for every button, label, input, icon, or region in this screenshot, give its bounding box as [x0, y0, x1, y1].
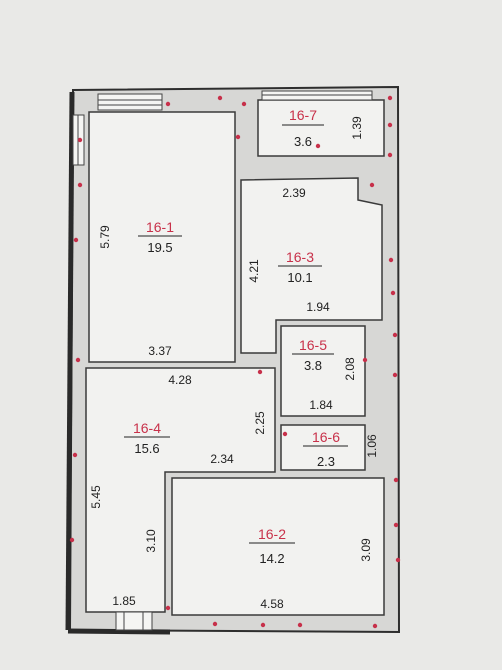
room-16-6-area: 2.3	[317, 454, 335, 469]
dimension-1-85: 1.85	[112, 594, 136, 608]
exterior-wall-left	[65, 91, 75, 631]
room-16-4-area: 15.6	[134, 441, 159, 456]
dimension-2-34: 2.34	[210, 452, 234, 466]
dimension-1-06: 1.06	[365, 434, 379, 458]
window-top-left	[97, 93, 163, 111]
room-16-2-area: 14.2	[259, 551, 284, 566]
room-16-3-area: 10.1	[287, 270, 312, 285]
dimension-3-10: 3.10	[144, 529, 158, 553]
dimension-2-25: 2.25	[253, 411, 267, 435]
room-16-2-shape	[171, 477, 385, 616]
room-16-4-id: 16-4	[133, 420, 161, 436]
dimension-3-37: 3.37	[148, 344, 172, 358]
dimension-3-09: 3.09	[359, 538, 373, 562]
dimension-4-58: 4.58	[260, 597, 284, 611]
room-16-7-area: 3.6	[294, 134, 312, 149]
room-16-2-id: 16-2	[258, 526, 286, 542]
window-bottom	[115, 611, 153, 631]
exterior-wall-bottom	[67, 628, 171, 635]
room-16-5-area: 3.8	[304, 358, 322, 373]
room-16-6-shape	[280, 424, 366, 471]
room-16-5-shape	[280, 325, 366, 417]
dimension-1-94: 1.94	[306, 300, 330, 314]
dimension-1-39: 1.39	[350, 116, 364, 140]
room-16-1-area: 19.5	[147, 240, 172, 255]
room-16-3-id: 16-3	[286, 249, 314, 265]
room-16-7-id: 16-7	[289, 107, 317, 123]
room-16-6-id: 16-6	[312, 429, 340, 445]
dimension-4-21: 4.21	[247, 259, 261, 283]
dimension-2-08: 2.08	[343, 357, 357, 381]
dimension-1-84: 1.84	[309, 398, 333, 412]
room-16-1-shape	[88, 111, 236, 363]
room-16-7-shape	[257, 99, 385, 157]
dimension-2-39: 2.39	[282, 186, 306, 200]
dimension-5-45: 5.45	[89, 485, 103, 509]
room-16-1-id: 16-1	[146, 219, 174, 235]
window-top-right	[261, 90, 373, 101]
dimension-4-28: 4.28	[168, 373, 192, 387]
survey-markers	[69, 95, 401, 629]
room-16-4-shape	[85, 367, 276, 613]
room-16-5-id: 16-5	[299, 337, 327, 353]
dimension-5-79: 5.79	[98, 225, 112, 249]
